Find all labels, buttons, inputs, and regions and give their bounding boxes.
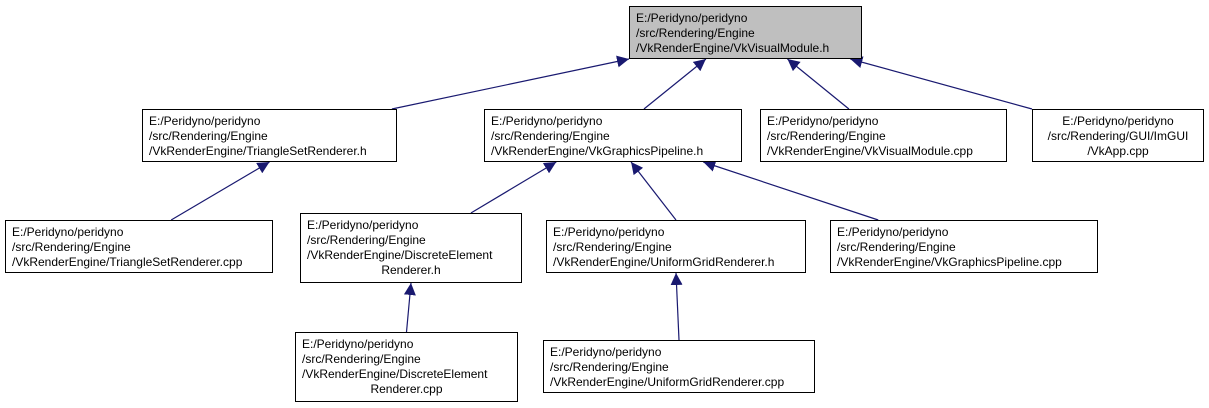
node-line: E:/Peridyno/peridyno — [1062, 114, 1174, 128]
edge-triangle_cpp-to-triangle_h — [170, 161, 270, 221]
node-line: /src/Rendering/Engine — [149, 129, 268, 143]
node-line: Renderer.cpp — [370, 382, 443, 396]
node-line: /src/Rendering/Engine — [837, 240, 956, 254]
node-vkapp-cpp[interactable]: E:/Peridyno/peridyno /src/Rendering/GUI/… — [1032, 109, 1204, 162]
node-line: E:/Peridyno/peridyno — [149, 114, 261, 128]
node-line: E:/Peridyno/peridyno — [491, 114, 603, 128]
edge-visual_cpp-to-root — [787, 58, 850, 110]
edge-pipeline_h-to-root — [643, 58, 707, 110]
node-discreteelementrenderer-h[interactable]: E:/Peridyno/peridyno /src/Rendering/Engi… — [300, 213, 522, 283]
node-line: /VkRenderEngine/VkGraphicsPipeline.cpp — [837, 255, 1062, 269]
node-line: /VkRenderEngine/TriangleSetRenderer.h — [149, 144, 367, 158]
node-vkgraphicspipeline-cpp[interactable]: E:/Peridyno/peridyno /src/Rendering/Engi… — [830, 220, 1098, 273]
node-vkgraphicspipeline-h[interactable]: E:/Peridyno/peridyno /src/Rendering/Engi… — [484, 109, 742, 162]
node-line: /VkRenderEngine/VkVisualModule.h — [636, 41, 830, 55]
node-line: /VkRenderEngine/DiscreteElement — [302, 367, 488, 381]
node-line: /src/Rendering/Engine — [550, 360, 669, 374]
node-line: /src/Rendering/Engine — [553, 240, 672, 254]
edge-grid_cpp-to-grid_h — [670, 272, 683, 341]
node-line: /VkRenderEngine/UniformGridRenderer.cpp — [550, 375, 785, 389]
node-discreteelementrenderer-cpp[interactable]: E:/Peridyno/peridyno /src/Rendering/Engi… — [295, 332, 518, 402]
edge-discrete_h-to-pipeline_h — [470, 161, 557, 214]
node-line: /src/Rendering/Engine — [491, 129, 610, 143]
node-line: /src/Rendering/Engine — [636, 26, 755, 40]
node-uniformgridrenderer-h[interactable]: E:/Peridyno/peridyno /src/Rendering/Engi… — [546, 220, 806, 273]
node-line: /src/Rendering/Engine — [767, 129, 886, 143]
node-line: /src/Rendering/Engine — [302, 352, 421, 366]
node-vkvisualmodule-cpp[interactable]: E:/Peridyno/peridyno /src/Rendering/Engi… — [760, 109, 1007, 162]
node-line: E:/Peridyno/peridyno — [302, 337, 414, 351]
node-line: E:/Peridyno/peridyno — [12, 225, 124, 239]
edge-vkapp_cpp-to-root — [850, 56, 1033, 110]
node-line: E:/Peridyno/peridyno — [636, 11, 748, 25]
node-trianglesetrenderer-cpp[interactable]: E:/Peridyno/peridyno /src/Rendering/Engi… — [5, 220, 273, 273]
node-line: /VkRenderEngine/UniformGridRenderer.h — [553, 255, 775, 269]
node-line: /src/Rendering/GUI/ImGUI — [1047, 129, 1189, 143]
node-line: E:/Peridyno/peridyno — [553, 225, 665, 239]
node-line: /VkRenderEngine/DiscreteElement — [307, 248, 493, 262]
node-line: /VkRenderEngine/VkGraphicsPipeline.h — [491, 144, 704, 158]
node-line: /VkRenderEngine/VkVisualModule.cpp — [767, 144, 973, 158]
edge-triangle_h-to-root — [391, 55, 630, 110]
node-line: /src/Rendering/Engine — [12, 240, 131, 254]
node-uniformgridrenderer-cpp[interactable]: E:/Peridyno/peridyno /src/Rendering/Engi… — [543, 340, 815, 393]
edge-pipeline_cpp-to-pipeline_h — [703, 160, 879, 221]
node-line: E:/Peridyno/peridyno — [550, 345, 662, 359]
node-line: /VkApp.cpp — [1087, 144, 1149, 158]
node-trianglesetrenderer-h[interactable]: E:/Peridyno/peridyno /src/Rendering/Engi… — [142, 109, 397, 162]
node-line: E:/Peridyno/peridyno — [837, 225, 949, 239]
node-line: E:/Peridyno/peridyno — [307, 218, 419, 232]
edge-discrete_cpp-to-discrete_h — [403, 282, 416, 333]
node-line: /src/Rendering/Engine — [307, 233, 426, 247]
node-line: /VkRenderEngine/TriangleSetRenderer.cpp — [12, 255, 243, 269]
node-line: E:/Peridyno/peridyno — [767, 114, 879, 128]
node-vkvisualmodule-h[interactable]: E:/Peridyno/peridyno /src/Rendering/Engi… — [629, 6, 862, 59]
node-line: Renderer.h — [381, 263, 441, 277]
edge-grid_h-to-pipeline_h — [630, 161, 677, 221]
